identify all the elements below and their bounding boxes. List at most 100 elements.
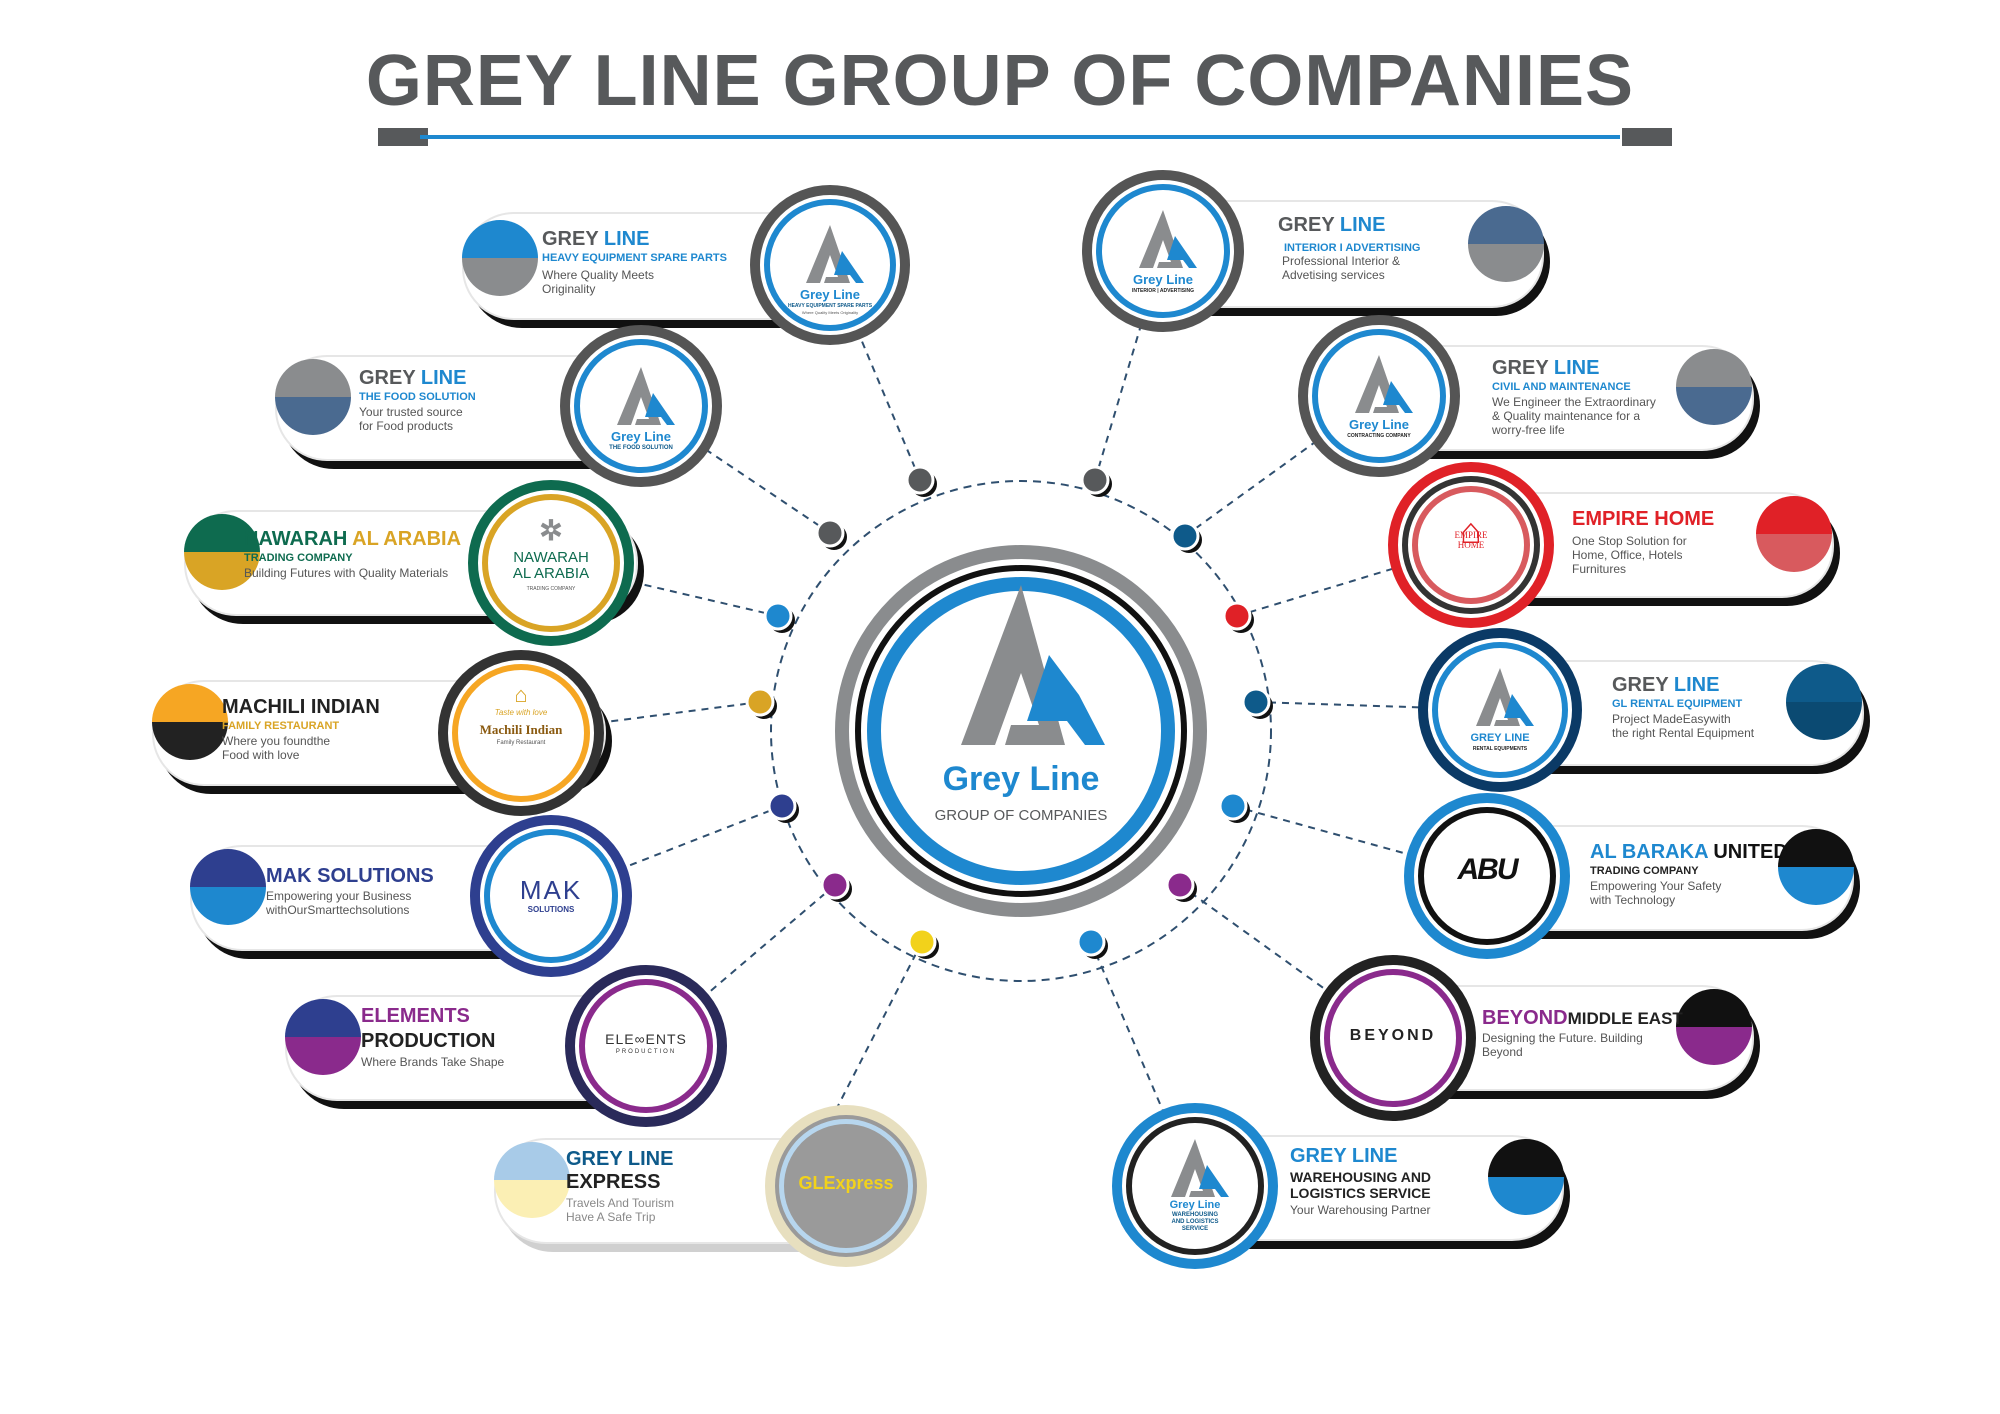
logo-tagline: Where Quality Meets Originality xyxy=(801,310,859,315)
gl-monogram-icon xyxy=(1476,668,1534,726)
logo-brand: Grey Line xyxy=(611,429,671,444)
node-heavy-equipment xyxy=(905,465,935,495)
node-elements xyxy=(820,870,850,900)
logo-food: Grey Line THE FOOD SOLUTION xyxy=(560,325,722,487)
company-description: Where Quality Meets Originality xyxy=(542,268,655,296)
company-subtitle: INTERIOR I ADVERTISING xyxy=(1284,242,1421,254)
connector-line xyxy=(645,884,836,1047)
logo-machili: ⌂ Taste with love Machili Indian Family … xyxy=(438,650,604,816)
central-brand: Grey Line xyxy=(942,760,1100,798)
company-subtitle: HEAVY EQUIPMENT SPARE PARTS xyxy=(542,252,727,264)
quadrant-icon xyxy=(152,684,228,760)
cloche-icon: ⌂ xyxy=(514,682,528,707)
central-ring-dark xyxy=(855,565,1187,897)
logo-albaraka: ABU xyxy=(1404,793,1570,959)
logo-brand: Grey Line xyxy=(1133,272,1193,287)
quadrant-icon xyxy=(285,999,361,1075)
logo-subtitle: Family Restaurant xyxy=(496,740,546,746)
node-food xyxy=(815,518,845,548)
central-logo: Grey Line GROUP OF COMPANIES xyxy=(835,545,1207,917)
quadrant-icon xyxy=(190,849,266,925)
company-description: Project MadeEasywith the right Rental Eq… xyxy=(1612,712,1755,740)
logo-subtitle: HEAVY EQUIPMENT SPARE PARTS xyxy=(787,303,873,309)
gl-monogram-icon xyxy=(961,585,1105,745)
quadrant-icon xyxy=(1786,664,1862,740)
logo-brand: Grey Line xyxy=(1169,1199,1221,1211)
company-description: Empowering your Business withOurSmarttec… xyxy=(266,889,412,917)
logo-brand: NAWARAH AL ARABIA xyxy=(512,549,590,582)
logo-tagline: Taste with love xyxy=(494,708,548,717)
logo-brand: BEYOND xyxy=(1349,1027,1437,1044)
quadrant-icon xyxy=(184,514,260,590)
quadrant-icon xyxy=(1468,206,1544,282)
title-rule xyxy=(420,135,1620,139)
company-name: GREY LINE xyxy=(1612,674,1720,696)
company-name: GREY LINE xyxy=(1492,357,1600,379)
company-name: AL BARAKA UNITED xyxy=(1590,841,1788,863)
company-description: Travels And Tourism Have A Safe Trip xyxy=(566,1196,675,1224)
logo-subtitle: TRADING COMPANY xyxy=(526,586,576,592)
dashed-ring xyxy=(770,480,1272,982)
company-name: GREY LINE xyxy=(542,228,650,250)
company-name: ELEMENTS xyxy=(361,1005,470,1027)
node-civil xyxy=(1170,521,1200,551)
logo-interior: Grey Line INTERIOR | ADVERTISING xyxy=(1082,170,1244,332)
node-mak xyxy=(767,791,797,821)
logo-nawarah: ✲ NAWARAH AL ARABIA TRADING COMPANY xyxy=(468,480,634,646)
logo-elements: ELE∞ENTS PRODUCTION xyxy=(565,965,727,1127)
company-description: Your trusted source for Food products xyxy=(359,405,463,433)
gl-monogram-icon xyxy=(1171,1139,1229,1197)
node-interior xyxy=(1080,465,1110,495)
logo-empire: ⌂ EMPIRE HOME xyxy=(1388,462,1554,628)
company-name: NAWARAH AL ARABIA xyxy=(244,528,462,550)
logo-subtitle: INTERIOR | ADVERTISING xyxy=(1131,288,1195,294)
logo-warehousing: Grey Line WAREHOUSING AND LOGISTICS SERV… xyxy=(1112,1103,1278,1269)
gl-monogram-icon xyxy=(617,367,675,425)
company-description: Professional Interior & Advetising servi… xyxy=(1282,254,1401,282)
quadrant-icon xyxy=(462,220,538,296)
company-subtitle: TRADING COMPANY xyxy=(1590,865,1699,877)
company-description: Where you foundthe Food with love xyxy=(222,734,331,762)
logo-subtitle: SOLUTIONS xyxy=(527,905,575,914)
nawarah-star-icon: ✲ xyxy=(539,515,563,546)
company-description: We Engineer the Extraordinary & Quality … xyxy=(1492,395,1656,437)
node-express xyxy=(907,927,937,957)
company-subtitle: THE FOOD SOLUTION xyxy=(359,391,476,403)
quadrant-icon xyxy=(1756,496,1832,572)
company-description: Building Futures with Quality Materials xyxy=(244,566,449,580)
connector-line xyxy=(1255,701,1501,711)
logo-subtitle: WAREHOUSING AND LOGISTICS SERVICE xyxy=(1171,1212,1219,1232)
logo-mak: MAK SOLUTIONS xyxy=(470,815,632,977)
node-rental xyxy=(1241,687,1271,717)
company-description: Your Warehousing Partner xyxy=(1290,1203,1431,1217)
company-name: GREY LINE xyxy=(566,1148,674,1170)
quadrant-icon xyxy=(275,359,351,435)
connector-line xyxy=(1179,884,1394,1039)
company-name: BEYONDMIDDLE EAST xyxy=(1482,1007,1683,1029)
company-description: Empowering Your Safety with Technology xyxy=(1590,879,1722,907)
quadrant-icon xyxy=(1676,349,1752,425)
quadrant-icon xyxy=(1778,829,1854,905)
company-name: EMPIRE HOME xyxy=(1572,508,1715,530)
logo-rental: GREY LINE RENTAL EQUIPMENTS xyxy=(1418,628,1582,792)
logo-brand: ELE∞ENTS xyxy=(605,1031,687,1047)
logo-brand: GREY LINE xyxy=(1470,732,1530,744)
company-name: GREY LINE xyxy=(1290,1145,1398,1167)
quadrant-icon xyxy=(1488,1139,1564,1215)
node-albaraka xyxy=(1218,791,1248,821)
company-subtitle: GL RENTAL EQUIPMENT xyxy=(1612,698,1743,710)
company-description: Designing the Future. Building Beyond xyxy=(1482,1031,1643,1059)
company-description: Where Brands Take Shape xyxy=(361,1055,505,1069)
company-name-line2: PRODUCTION xyxy=(361,1030,496,1052)
logo-subtitle: THE FOOD SOLUTION xyxy=(609,445,673,451)
logo-brand: Machili Indian xyxy=(479,722,563,737)
logo-express: GLExpress xyxy=(765,1105,927,1267)
node-warehousing xyxy=(1076,927,1106,957)
company-subtitle: CIVIL AND MAINTENANCE xyxy=(1492,381,1631,393)
logo-brand: EMPIRE HOME xyxy=(1454,530,1488,550)
logo-brand: ABU xyxy=(1457,853,1519,886)
company-name: MAK SOLUTIONS xyxy=(266,865,434,887)
logo-brand: GLExpress xyxy=(798,1173,894,1193)
company-name-line2: EXPRESS xyxy=(566,1171,661,1193)
company-subtitle: WAREHOUSING AND LOGISTICS SERVICE xyxy=(1290,1169,1432,1201)
